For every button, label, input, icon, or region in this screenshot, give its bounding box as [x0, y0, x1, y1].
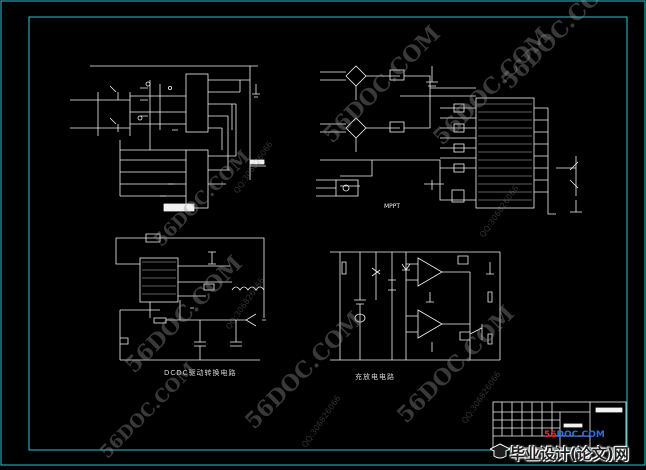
logo-site-part-b: DOC.COM	[556, 430, 605, 440]
mppt-controller-circuit	[316, 65, 582, 215]
charge-circuit-caption: 充放电电路	[355, 373, 395, 381]
site-logo: 56DOC.COM 毕业设计(论文)网	[488, 430, 644, 464]
logo-site-part-a: 56	[544, 430, 557, 440]
logo-site-url: 56DOC.COM	[544, 430, 605, 440]
logo-site-name: 毕业设计(论文)网	[510, 445, 629, 463]
dcdc-circuit-caption: DCDC驱动转换电路	[164, 369, 237, 377]
charge-discharge-circuit	[330, 251, 501, 361]
dcdc-converter-circuit	[115, 233, 266, 361]
title-block	[492, 401, 627, 449]
graduation-cap-icon	[490, 443, 510, 459]
inner-border	[28, 16, 628, 451]
driver-circuit	[70, 65, 266, 212]
chip-label: MPPT	[384, 203, 400, 210]
